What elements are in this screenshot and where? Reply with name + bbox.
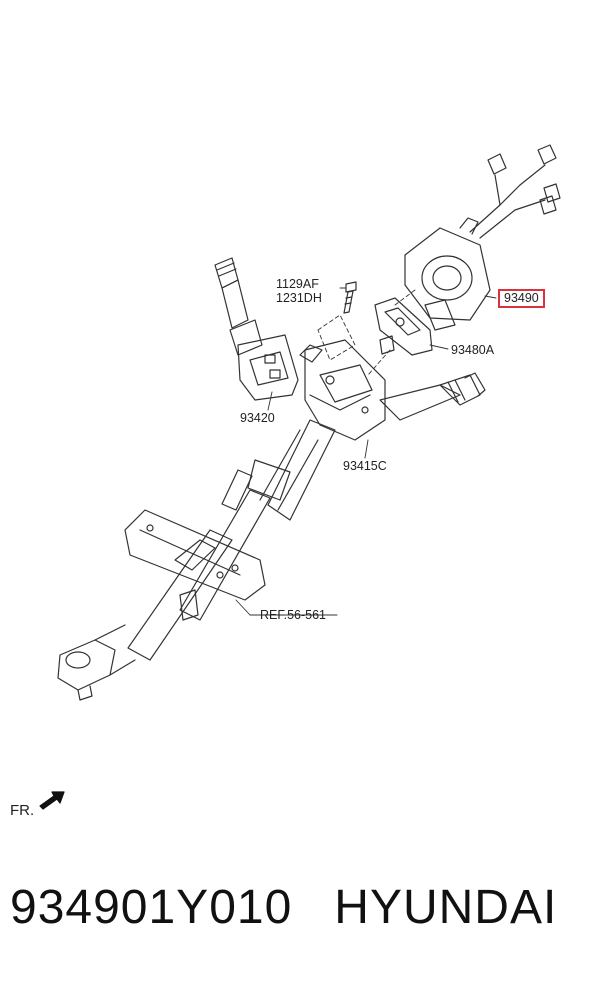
mounting-bolt: [343, 281, 357, 314]
label-clock-spring[interactable]: 93490: [498, 289, 545, 308]
label-ref: REF.56-561: [260, 608, 327, 622]
contact-plate: [374, 297, 433, 356]
label-combo-body: 93415C: [343, 459, 387, 473]
label-bolt-b: 1231DH: [276, 291, 322, 305]
part-caption: 934901Y010 HYUNDAI: [10, 880, 557, 935]
label-left-switch: 93420: [240, 411, 275, 425]
leader-lines: [235, 287, 497, 616]
part-number: 934901Y010: [10, 881, 293, 934]
left-switch-assembly: [214, 257, 299, 401]
clock-spring: [404, 144, 561, 331]
front-arrow-icon: [39, 791, 65, 810]
brand-name: HYUNDAI: [334, 881, 558, 934]
label-bolt-a: 1129AF: [276, 277, 319, 291]
steering-column: [57, 419, 336, 701]
front-marker-label: FR.: [10, 802, 35, 819]
label-contact-plate: 93480A: [451, 343, 495, 357]
